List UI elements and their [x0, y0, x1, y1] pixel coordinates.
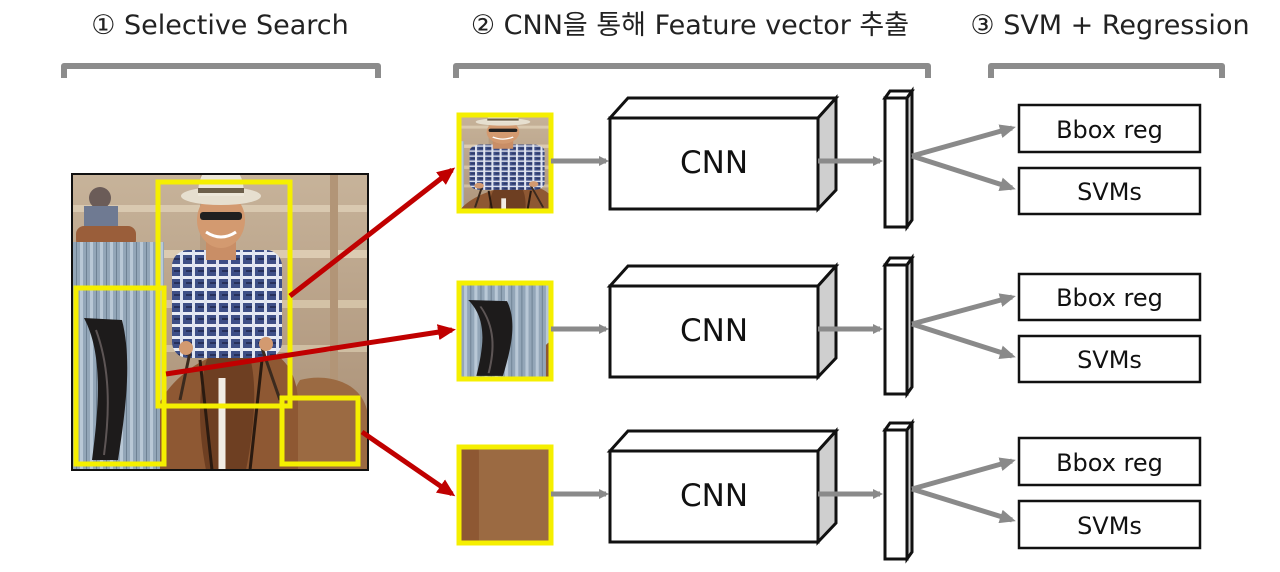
step-1-bracket: [61, 63, 381, 78]
arrow-feature-to-svm: [911, 153, 1016, 192]
proposal-arrow-3: [360, 429, 456, 497]
cnn-block: CNN: [606, 262, 840, 381]
crop-1-image: [456, 112, 554, 214]
step-3-bracket: [988, 63, 1225, 78]
svms-box: SVMs: [1017, 166, 1202, 216]
feature-vector: [882, 253, 915, 399]
proposal-arrow-1: [288, 167, 456, 298]
feature-vector: [882, 86, 915, 232]
pipeline-row-2: CNN Bbox reg SVMs: [551, 253, 1202, 399]
arrow-feature-to-svm: [911, 321, 1016, 360]
bbox-reg-box: Bbox reg: [1017, 272, 1202, 322]
bbox-reg-label: Bbox reg: [1056, 116, 1163, 144]
step-3-title: ③ SVM + Regression: [970, 10, 1250, 41]
svms-label: SVMs: [1077, 178, 1142, 206]
pipeline-row-3: CNN Bbox reg SVMs: [551, 418, 1202, 564]
region-proposal-3: [279, 395, 361, 467]
arrow-feature-to-bbox: [911, 124, 1016, 159]
proposal-arrow-2: [165, 324, 456, 377]
bbox-reg-label: Bbox reg: [1056, 449, 1163, 477]
bbox-reg-box: Bbox reg: [1017, 103, 1202, 154]
cnn-block: CNN: [606, 94, 840, 213]
svms-label: SVMs: [1077, 346, 1142, 374]
feature-vector: [882, 418, 915, 564]
step-2-title: ② CNN을 통해 Feature vector 추출: [470, 10, 910, 41]
arrow-feature-to-bbox: [911, 293, 1016, 327]
bbox-reg-box: Bbox reg: [1017, 436, 1202, 487]
svms-label: SVMs: [1077, 512, 1142, 540]
pipeline-row-1: CNN Bbox reg SVMs: [551, 86, 1202, 232]
cnn-label: CNN: [680, 478, 748, 514]
cnn-label: CNN: [680, 145, 748, 181]
arrow-feature-to-bbox: [911, 457, 1016, 492]
step-1-title: ① Selective Search: [91, 10, 349, 41]
arrow-feature-to-svm: [911, 486, 1016, 524]
region-proposal-2: [73, 285, 167, 467]
svms-box: SVMs: [1017, 334, 1202, 384]
bbox-reg-label: Bbox reg: [1056, 284, 1163, 312]
cnn-block: CNN: [606, 427, 840, 546]
cnn-label: CNN: [680, 313, 748, 349]
svms-box: SVMs: [1017, 499, 1202, 550]
input-image: [71, 173, 369, 471]
step-2-bracket: [453, 63, 931, 78]
